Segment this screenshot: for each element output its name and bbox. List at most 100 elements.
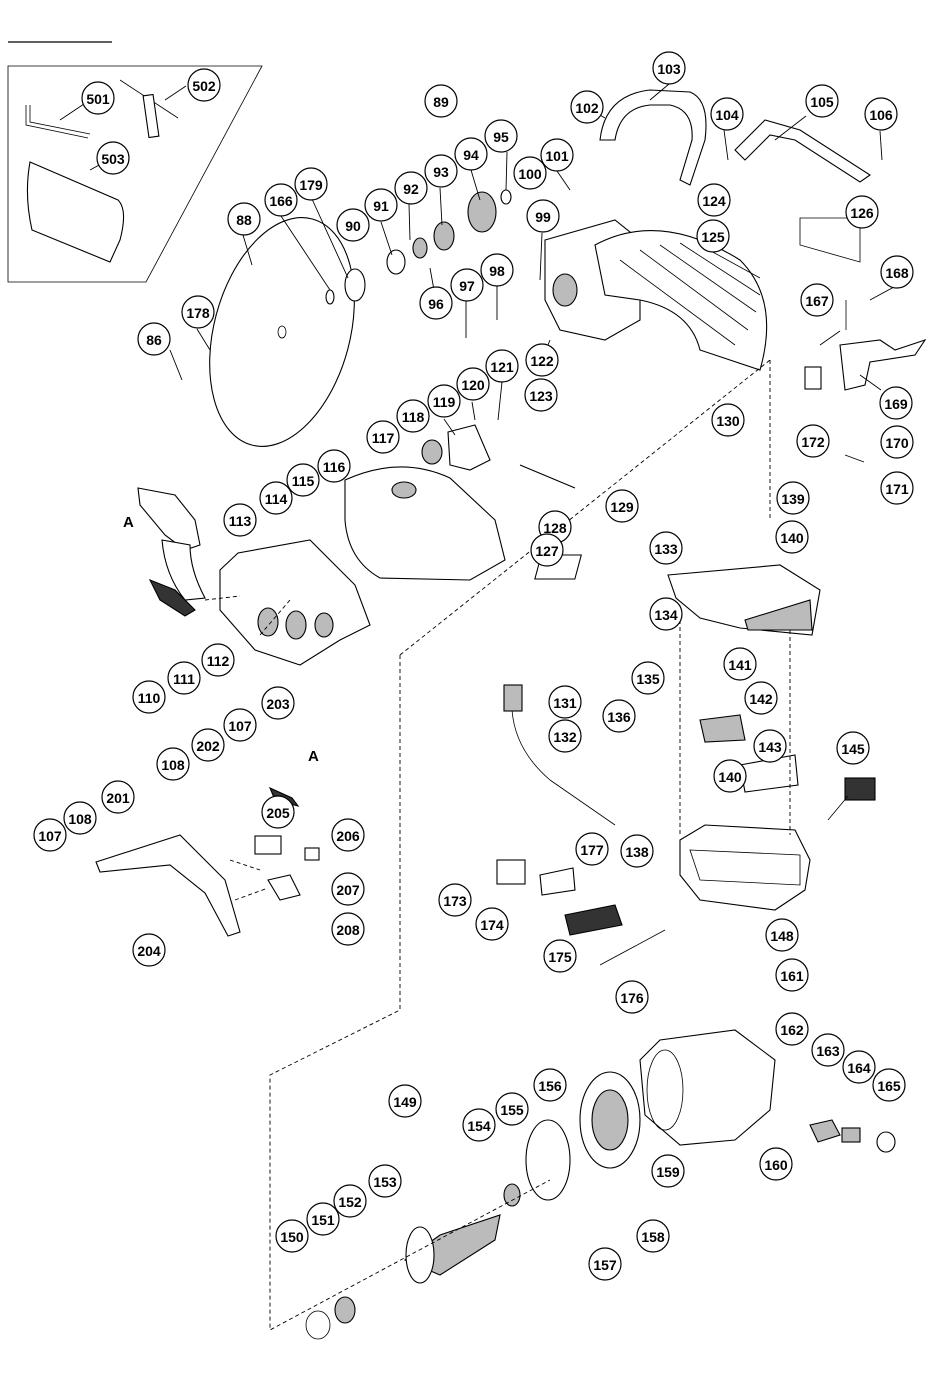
part-number-label: 208 xyxy=(336,922,360,938)
part-number-label: 204 xyxy=(137,943,161,959)
callout-circle xyxy=(33,818,67,852)
callout-circle xyxy=(364,188,398,222)
part-number-label: 89 xyxy=(433,94,449,110)
part-number-label: 165 xyxy=(877,1078,901,1094)
lead-wire-part xyxy=(599,929,666,966)
part-number-label: 166 xyxy=(269,193,293,209)
part-number-callout: 131 xyxy=(548,685,582,719)
callout-circle xyxy=(620,834,654,868)
cord-plug-part xyxy=(827,777,876,821)
callout-circle xyxy=(631,661,665,695)
part-number-callout: 153 xyxy=(368,1164,402,1198)
callout-circle xyxy=(615,980,649,1014)
callout-circle xyxy=(427,384,461,418)
dust-bag-part xyxy=(26,161,125,263)
part-number-callout: 170 xyxy=(880,425,914,459)
callout-circle xyxy=(223,708,257,742)
part-number-callout: 108 xyxy=(63,801,97,835)
part-number-callout: 152 xyxy=(333,1184,367,1218)
callout-circle xyxy=(167,661,201,695)
part-number-callout: 115 xyxy=(286,463,320,497)
callout-circle xyxy=(366,420,400,454)
part-number-label: 131 xyxy=(553,695,577,711)
callout-circle xyxy=(450,268,484,302)
collar-206 xyxy=(304,847,320,861)
part-number-callout: 162 xyxy=(775,1012,809,1046)
part-number-callout: 134 xyxy=(649,597,683,631)
part-number-callout: 173 xyxy=(438,883,472,917)
part-number-label: 201 xyxy=(106,790,130,806)
part-number-callout: 113 xyxy=(223,503,257,537)
retaining-ring-150 xyxy=(305,1310,331,1340)
part-number-label: 128 xyxy=(543,520,567,536)
callout-circle xyxy=(264,183,298,217)
callout-circle xyxy=(456,367,490,401)
part-number-callout: 207 xyxy=(331,872,365,906)
part-number-callout: 501 xyxy=(81,81,115,115)
part-number-label: 88 xyxy=(236,212,252,228)
callout-circle xyxy=(259,481,293,515)
part-number-label: 113 xyxy=(229,513,252,529)
part-number-label: 140 xyxy=(780,530,804,546)
callout-circle xyxy=(533,1068,567,1102)
callout-circle xyxy=(484,119,518,153)
part-number-label: 125 xyxy=(701,229,725,245)
callout-circle xyxy=(294,167,328,201)
part-number-label: 174 xyxy=(480,917,504,933)
callout-circle xyxy=(879,386,913,420)
part-number-callout: 159 xyxy=(651,1154,685,1188)
part-number-label: 173 xyxy=(443,893,467,909)
part-number-callout: 123 xyxy=(524,378,558,412)
field-part xyxy=(579,1071,641,1169)
part-number-callout: 105 xyxy=(805,84,839,118)
part-number-callout: 151 xyxy=(306,1202,340,1236)
part-number-callout: 167 xyxy=(800,283,834,317)
part-number-label: 123 xyxy=(529,388,553,404)
callout-circle xyxy=(485,349,519,383)
part-number-label: 116 xyxy=(323,459,346,475)
part-number-label: 171 xyxy=(885,481,909,497)
part-number-callout: 177 xyxy=(575,832,609,866)
part-number-callout: 169 xyxy=(879,386,913,420)
part-number-label: 159 xyxy=(656,1164,680,1180)
callout-circle xyxy=(753,729,787,763)
part-number-label: 138 xyxy=(625,844,649,860)
part-number-label: 501 xyxy=(86,91,110,107)
part-number-label: 108 xyxy=(68,811,92,827)
part-number-callout: 127 xyxy=(530,533,564,567)
part-number-callout: 132 xyxy=(548,719,582,753)
part-number-callout: 176 xyxy=(615,980,649,1014)
callout-circle xyxy=(710,97,744,131)
power-cord-part xyxy=(503,684,616,826)
part-number-label: 145 xyxy=(841,741,865,757)
part-number-callout: 110 xyxy=(132,680,166,714)
callout-circle xyxy=(800,283,834,317)
part-number-callout: 114 xyxy=(259,481,293,515)
leader-lines xyxy=(59,83,895,463)
callout-circle xyxy=(396,399,430,433)
part-number-callout: 94 xyxy=(454,137,488,171)
callout-circle xyxy=(880,425,914,459)
part-number-callout: 96 xyxy=(419,286,453,320)
part-number-label: 90 xyxy=(345,218,361,234)
part-number-callout: 179 xyxy=(294,167,328,201)
label-plate-126 xyxy=(799,217,861,263)
callout-circle xyxy=(462,1108,496,1142)
callout-circle xyxy=(513,156,547,190)
callout-circle xyxy=(548,685,582,719)
part-number-callout: 155 xyxy=(495,1092,529,1126)
callout-circle xyxy=(187,68,221,102)
part-number-callout: 172 xyxy=(796,424,830,458)
callout-circle xyxy=(96,141,130,175)
part-number-callout: 124 xyxy=(697,183,731,217)
part-number-callout: 142 xyxy=(744,681,778,715)
callout-circle xyxy=(636,1219,670,1253)
part-number-callout: 201 xyxy=(101,780,135,814)
part-number-label: 141 xyxy=(728,657,752,673)
part-number-label: 112 xyxy=(207,653,230,669)
switch-cover-part xyxy=(564,904,623,936)
part-number-callout: 163 xyxy=(811,1033,845,1067)
part-number-label: 167 xyxy=(805,293,829,309)
part-number-label: 103 xyxy=(657,61,681,77)
